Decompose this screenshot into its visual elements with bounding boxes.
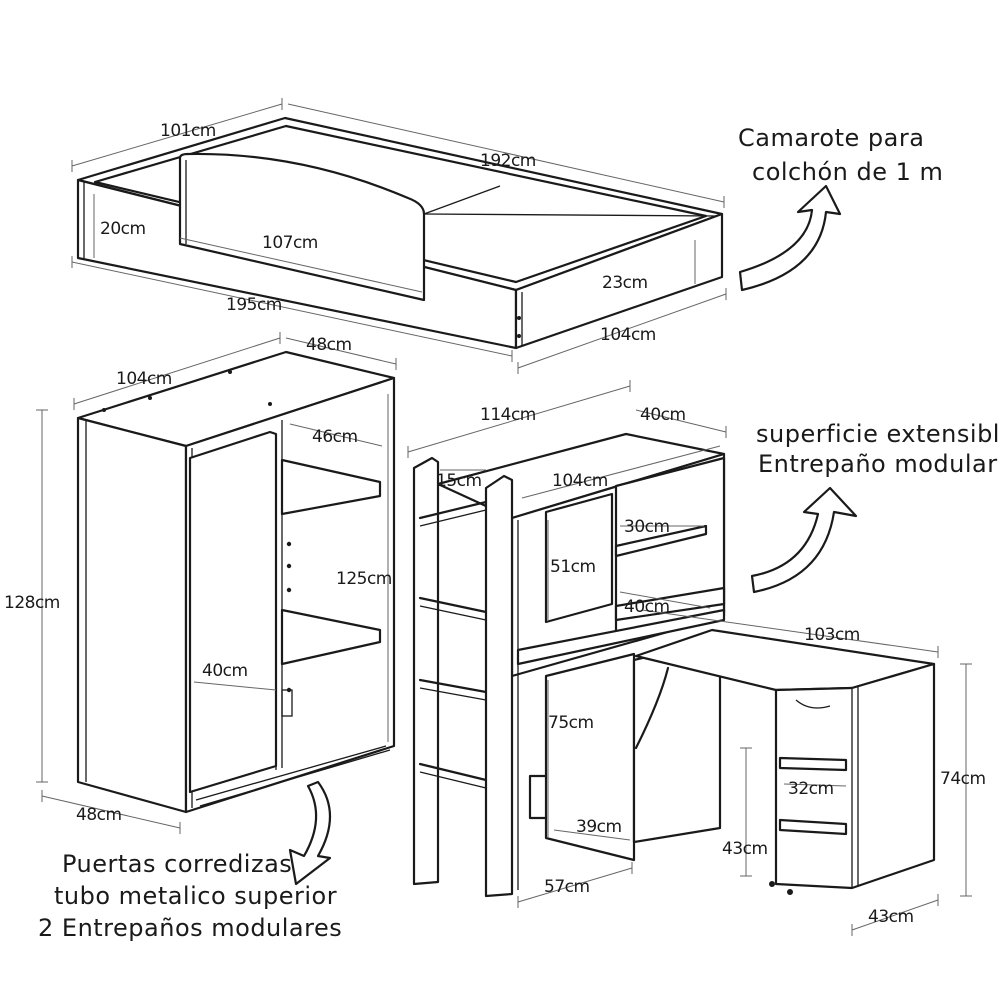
loft-inner-width-label: 104cm	[552, 471, 608, 491]
bed-note: Camarote para colchón de 1 m	[738, 124, 943, 292]
cart-shelf-label: 32cm	[788, 779, 834, 799]
wardrobe-note: Puertas corredizas tubo metalico superio…	[38, 780, 342, 942]
bed-end-height-label: 23cm	[602, 273, 648, 293]
wardrobe-note-line3: 2 Entrepaños modulares	[38, 914, 342, 942]
wardrobe-depth-bottom-label: 48cm	[76, 805, 122, 825]
wardrobe-note-line2: tubo metalico superior	[54, 882, 337, 910]
bed-length-label: 192cm	[480, 151, 536, 171]
bed-note-line2: colchón de 1 m	[752, 158, 943, 186]
loft-desk-dimension-lines	[407, 380, 972, 936]
desk-height-label: 75cm	[548, 713, 594, 733]
loft-shelf-height-label: 51cm	[550, 557, 596, 577]
bed-note-line1: Camarote para	[738, 124, 924, 152]
wardrobe-height-label: 128cm	[4, 593, 60, 613]
desk-leg-depth-label: 39cm	[576, 817, 622, 837]
curved-arrow-icon	[750, 486, 858, 594]
wardrobe-note-line1: Puertas corredizas	[62, 850, 292, 878]
loft-lower-shelf-label: 40cm	[624, 597, 670, 617]
cart-width-label: 43cm	[868, 907, 914, 927]
cart-lower-label: 43cm	[722, 839, 768, 859]
bed-panel-length-label: 107cm	[262, 233, 318, 253]
wardrobe-width-top-label: 104cm	[116, 369, 172, 389]
wardrobe-dimension-lines	[36, 332, 397, 834]
wardrobe-depth-top-label: 48cm	[306, 335, 352, 355]
loft-desk-drawing	[412, 432, 936, 898]
desk-length-label: 103cm	[804, 625, 860, 645]
loft-desk-note: superficie extensible Entrepaño modular	[750, 420, 1000, 594]
loft-desk-labels: 114cm 40cm 15cm 104cm 30cm 51cm 40cm 103…	[436, 405, 986, 927]
wardrobe-shelf-depth-label: 46cm	[312, 427, 358, 447]
bed-dimension-lines	[71, 98, 727, 374]
wardrobe-inner-height-label: 125cm	[336, 569, 392, 589]
ladder-offset-label: 15cm	[436, 471, 482, 491]
curved-arrow-icon	[738, 184, 842, 292]
wardrobe-door-width-label: 40cm	[202, 661, 248, 681]
wardrobe-drawing	[76, 350, 396, 814]
loft-base-width-label: 57cm	[544, 877, 590, 897]
wardrobe-labels: 48cm 104cm 46cm 125cm 128cm 40cm 48cm	[4, 335, 392, 825]
bed-labels: 101cm 192cm 20cm 107cm 195cm 23cm 104cm	[100, 121, 656, 345]
cart-height-label: 74cm	[940, 769, 986, 789]
loft-depth-label: 40cm	[640, 405, 686, 425]
bed-width-label: 101cm	[160, 121, 216, 141]
bed-end-width-label: 104cm	[600, 325, 656, 345]
loft-note-line1: superficie extensible	[756, 420, 1000, 448]
loft-note-line2: Entrepaño modular	[758, 450, 998, 478]
loft-width-label: 114cm	[480, 405, 536, 425]
curved-arrow-icon	[288, 780, 332, 886]
bed-side-height-label: 20cm	[100, 219, 146, 239]
bed-drawing	[76, 116, 724, 350]
loft-shelf-depth-label: 30cm	[624, 517, 670, 537]
bed-total-length-label: 195cm	[226, 295, 282, 315]
